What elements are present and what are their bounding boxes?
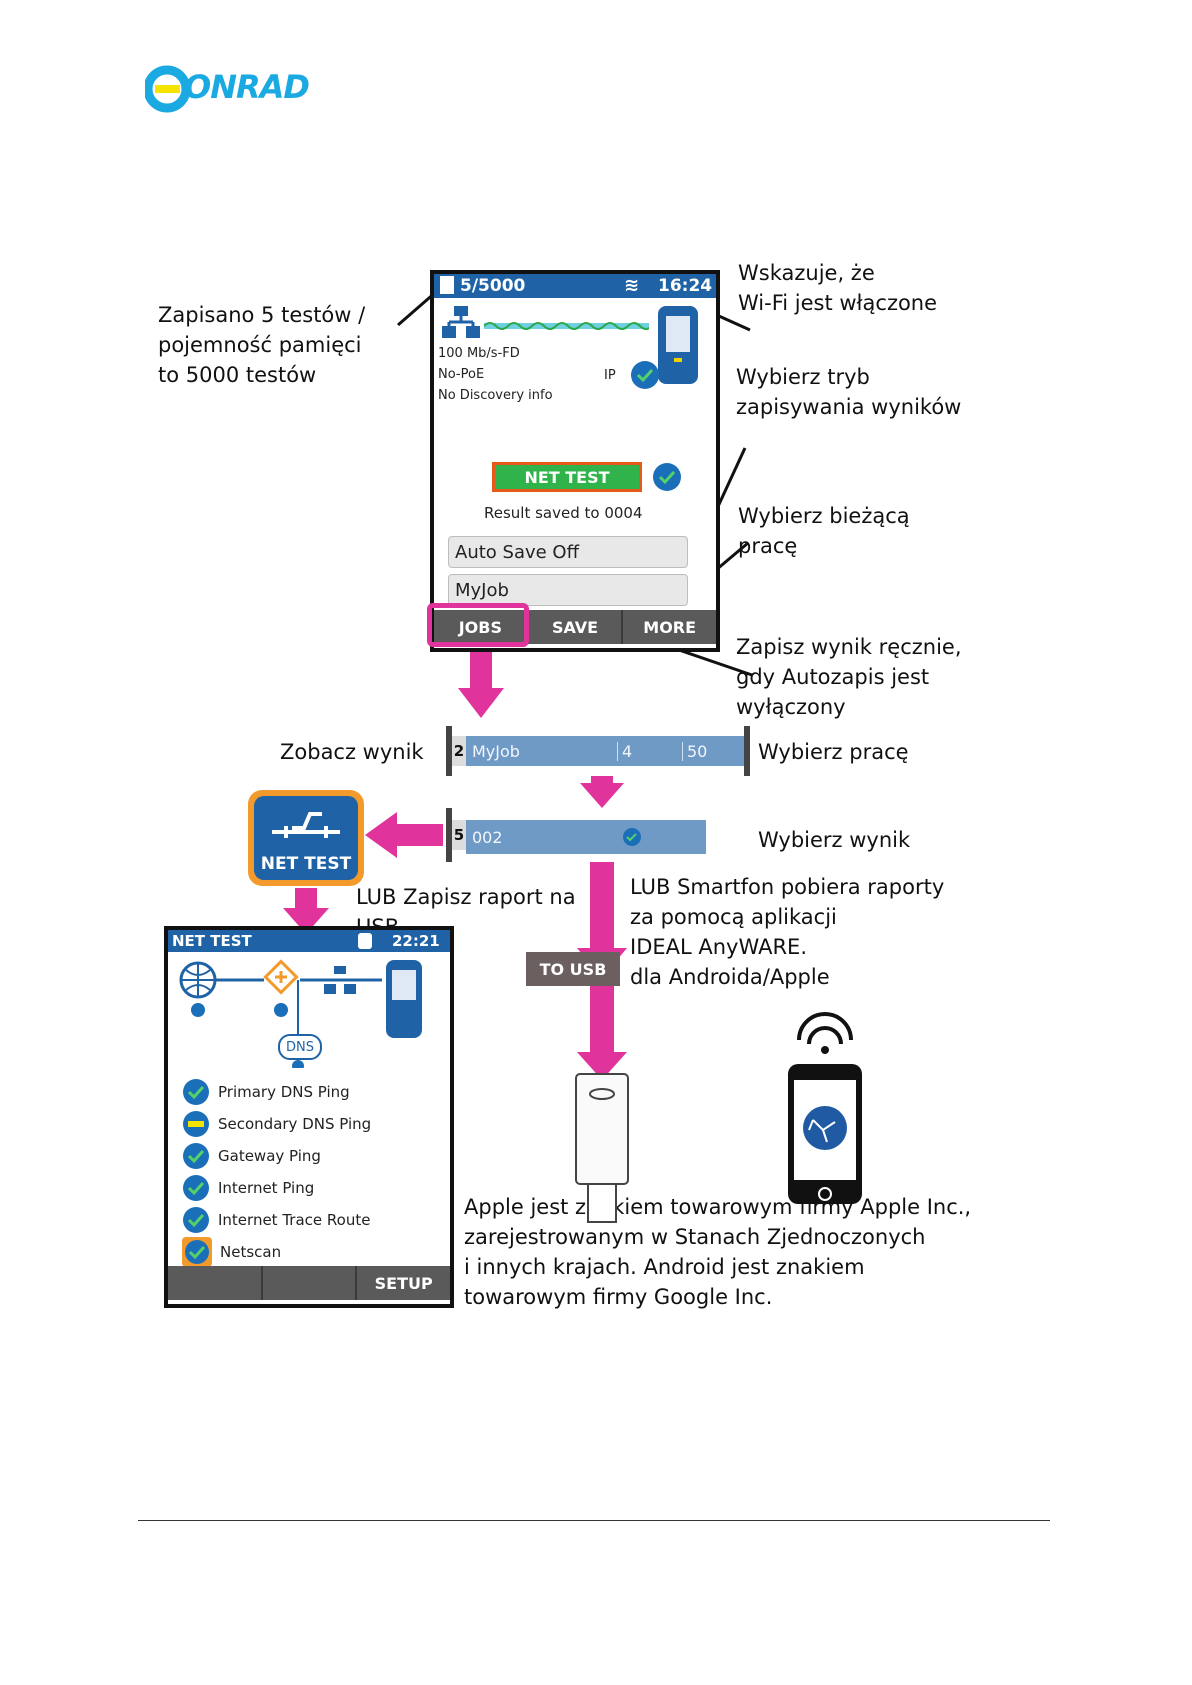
- callout-wifi: Wskazuje, że Wi-Fi jest włączone: [738, 261, 938, 315]
- signal-pulse-icon: [272, 812, 340, 838]
- softkey-1[interactable]: [168, 1266, 261, 1300]
- top-device-screen: 5/5000 ≋ 16:24 100 Mb/s-FD No-PoE No Dis…: [430, 270, 720, 652]
- test-item-primary-dns[interactable]: Primary DNS Ping: [182, 1076, 442, 1108]
- battery-icon: [358, 933, 372, 949]
- network-icon: [442, 306, 480, 338]
- storage-icon: [440, 276, 454, 294]
- result-strip-index: 5: [452, 820, 466, 850]
- net-test-tile[interactable]: NET TEST: [248, 790, 364, 886]
- ip-check-icon: [631, 361, 659, 389]
- callout-usb-report: LUB Zapisz raport na USB: [356, 885, 576, 939]
- result-check-icon: [623, 828, 641, 846]
- bottom-button-bar: SETUP: [168, 1266, 450, 1300]
- setup-button[interactable]: SETUP: [355, 1266, 450, 1300]
- result-name: 002: [472, 827, 503, 847]
- callout-current-job: Wybierz bieżącą pracę: [738, 504, 910, 558]
- net-test-tile-inner: NET TEST: [254, 796, 358, 880]
- pass-check-icon: [182, 1237, 212, 1267]
- discovery-status: No Discovery info: [438, 388, 553, 403]
- pass-check-icon: [183, 1143, 209, 1169]
- callout-smartphone: LUB Smartfon pobiera raporty za pomocą a…: [630, 875, 945, 989]
- status-count: 5/5000: [460, 276, 526, 296]
- poe-status: No-PoE: [438, 367, 485, 382]
- test-label: Netscan: [220, 1243, 282, 1261]
- footer-divider: [138, 1520, 1050, 1521]
- test-label: Internet Ping: [218, 1179, 315, 1197]
- bottom-title: NET TEST: [172, 932, 252, 950]
- link-speed: 100 Mb/s-FD: [438, 346, 520, 361]
- ip-label: IP: [604, 368, 616, 383]
- test-item-gateway[interactable]: Gateway Ping: [182, 1140, 442, 1172]
- job-name: MyJob: [472, 741, 520, 761]
- save-button[interactable]: SAVE: [526, 610, 622, 644]
- tester-device-icon: [658, 306, 698, 384]
- partial-status-icon: [183, 1111, 209, 1137]
- net-test-button[interactable]: NET TEST: [492, 462, 642, 492]
- job-row[interactable]: MyJob 4 50: [466, 736, 744, 766]
- cable-icon: [484, 322, 649, 330]
- usb-stick-icon: [575, 1073, 629, 1223]
- net-test-tile-label: NET TEST: [260, 854, 352, 874]
- job-value: 50: [682, 741, 707, 761]
- wifi-icon: ≋: [624, 275, 640, 296]
- bottom-device-screen: NET TEST 22:21 DNS Primary DNS Ping Seco…: [164, 926, 454, 1308]
- jobs-button[interactable]: JOBS: [458, 617, 502, 637]
- test-label: Secondary DNS Ping: [218, 1115, 372, 1133]
- pass-check-icon: [183, 1207, 209, 1233]
- top-button-bar: JOBS SAVE MORE: [434, 610, 716, 644]
- job-strip-frame: 2 MyJob 4 50: [446, 726, 750, 776]
- callout-save-mode: Wybierz tryb zapisywania wyników: [736, 365, 962, 419]
- bottom-time: 22:21: [392, 932, 440, 950]
- callout-manual-save: Zapisz wynik ręcznie, gdy Autozapis jest…: [736, 635, 962, 719]
- job-count: 4: [617, 741, 682, 761]
- jobs-highlight: [427, 603, 529, 647]
- test-item-secondary-dns[interactable]: Secondary DNS Ping: [182, 1108, 442, 1140]
- more-button[interactable]: MORE: [621, 610, 716, 644]
- to-usb-button[interactable]: TO USB: [526, 952, 620, 986]
- softkey-2[interactable]: [260, 1266, 356, 1300]
- result-strip-frame: 5 002: [446, 808, 750, 862]
- network-topology-diagram: [179, 959, 422, 1068]
- test-label: Internet Trace Route: [218, 1211, 371, 1229]
- job-strip-index: 2: [452, 736, 466, 766]
- result-saved-text: Result saved to 0004: [484, 504, 643, 522]
- callout-choose-job: Wybierz pracę: [758, 740, 909, 764]
- callout-see-result: Zobacz wynik: [280, 740, 424, 764]
- pass-check-icon: [183, 1175, 209, 1201]
- test-results-list: Primary DNS Ping Secondary DNS Ping Gate…: [182, 1076, 442, 1268]
- logo-text: ONRAD: [184, 68, 310, 106]
- net-test-check-icon: [653, 463, 681, 491]
- result-row[interactable]: 002: [466, 820, 706, 854]
- callout-choose-result: Wybierz wynik: [758, 828, 911, 852]
- dns-node: DNS: [278, 1034, 322, 1060]
- bottom-status-bar: NET TEST 22:21: [168, 930, 450, 952]
- autosave-dropdown[interactable]: Auto Save Off: [448, 536, 688, 568]
- callout-saved-tests: Zapisano 5 testów / pojemność pamięci to…: [158, 303, 366, 387]
- smartphone-icon: [788, 1012, 862, 1204]
- test-item-trace-route[interactable]: Internet Trace Route: [182, 1204, 442, 1236]
- test-item-internet-ping[interactable]: Internet Ping: [182, 1172, 442, 1204]
- status-bar: 5/5000 ≋ 16:24: [434, 274, 716, 298]
- test-label: Primary DNS Ping: [218, 1083, 350, 1101]
- pass-check-icon: [183, 1079, 209, 1105]
- test-item-netscan[interactable]: Netscan: [182, 1236, 442, 1268]
- job-dropdown[interactable]: MyJob: [448, 574, 688, 606]
- status-time: 16:24: [658, 276, 713, 296]
- test-label: Gateway Ping: [218, 1147, 321, 1165]
- conrad-logo: [143, 65, 295, 113]
